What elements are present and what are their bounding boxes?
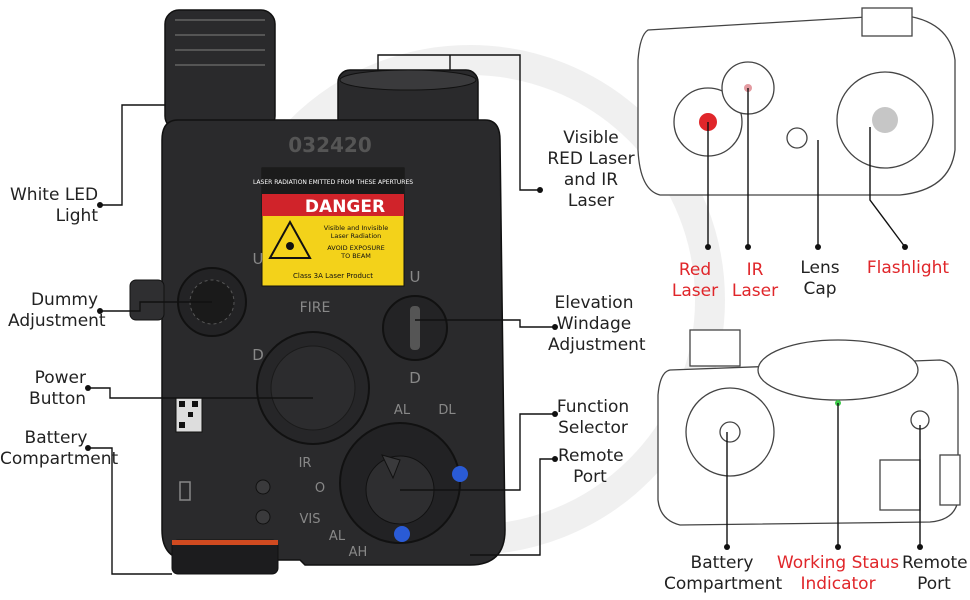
remote-port: [255, 479, 271, 495]
svg-text:O: O: [315, 481, 325, 496]
svg-text:AL: AL: [394, 403, 411, 418]
device-front: 032420 LASER RADIATION EMITTED FROM THES…: [129, 9, 506, 575]
blue-screw-bottom: [394, 526, 410, 542]
svg-text:D: D: [252, 346, 264, 364]
svg-text:TO BEAM: TO BEAM: [340, 252, 371, 260]
svg-text:IR: IR: [299, 456, 312, 471]
svg-text:AH: AH: [349, 545, 368, 560]
svg-text:DL: DL: [438, 403, 456, 418]
device-front-lineart: [637, 7, 956, 196]
svg-text:Class 3A Laser Product: Class 3A Laser Product: [293, 272, 373, 280]
svg-text:LASER RADIATION EMITTED FROM T: LASER RADIATION EMITTED FROM THESE APERT…: [253, 179, 413, 186]
laser-warning-icon: [268, 219, 312, 259]
svg-text:D: D: [409, 369, 421, 387]
svg-text:FIRE: FIRE: [300, 300, 331, 316]
device-top-lineart: [657, 329, 961, 526]
svg-text:VIS: VIS: [300, 512, 321, 527]
svg-text:Visible and Invisible: Visible and Invisible: [324, 224, 388, 232]
label-flashlight: Flashlight: [866, 258, 950, 278]
warning-label: LASER RADIATION EMITTED FROM THESE APERT…: [253, 167, 413, 287]
led-knurl: [175, 19, 265, 66]
lens-cap-top: [339, 69, 477, 91]
callout-dots: [85, 187, 923, 550]
svg-text:AVOID EXPOSURE: AVOID EXPOSURE: [327, 244, 385, 252]
white-led-head: [164, 9, 276, 131]
danger-text: DANGER: [305, 197, 385, 217]
svg-text:Laser Radiation: Laser Radiation: [331, 232, 381, 240]
svg-text:U: U: [410, 268, 421, 286]
blue-screw-top: [452, 466, 468, 482]
svg-text:AL: AL: [329, 529, 346, 544]
callout-lines: [88, 54, 921, 575]
svg-text:U: U: [253, 250, 264, 268]
battery-icon: [179, 481, 191, 501]
serial-number: 032420: [288, 133, 372, 157]
battery-cap: [171, 539, 279, 575]
